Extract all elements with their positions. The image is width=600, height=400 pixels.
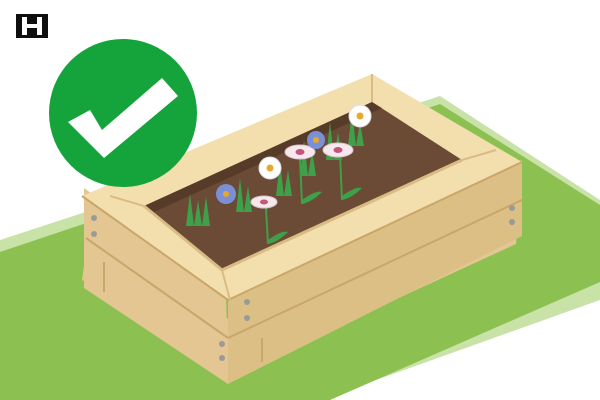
bolt [244,299,250,305]
checkmark-icon [68,78,178,158]
leaf [342,187,362,200]
board-groove-left [85,237,229,339]
bed-left-face [84,188,228,384]
leaf [302,191,322,204]
flower-stem [265,207,269,245]
bolt [244,315,250,321]
flower-blue [307,131,325,149]
soil-shadow [144,102,382,212]
flower-white [258,156,282,180]
approval-badge [49,39,197,187]
soil [144,102,462,270]
rim-outer-edge [81,161,523,302]
flower-pink [322,142,354,158]
bolt [219,341,225,347]
grass-tuft [236,178,252,212]
bed-right-face [228,160,522,384]
flower-blue [216,184,236,204]
bolt [91,231,97,237]
plants [186,104,372,245]
h-logo-icon [16,14,48,38]
leaf [268,231,288,244]
flower-stem [299,157,303,205]
bolt [219,355,225,361]
rim-joint-front [221,269,231,301]
bolt [509,219,515,225]
bolt [509,205,515,211]
rim-joint-right [461,149,497,161]
flower-stem [339,153,343,201]
flower-pink [284,144,316,160]
flower-pink [250,195,278,209]
rim-joint-left [109,195,145,207]
grass-tuft [186,194,210,226]
board-groove-right [227,199,523,339]
bolt [91,215,97,221]
flower-white [348,104,372,128]
